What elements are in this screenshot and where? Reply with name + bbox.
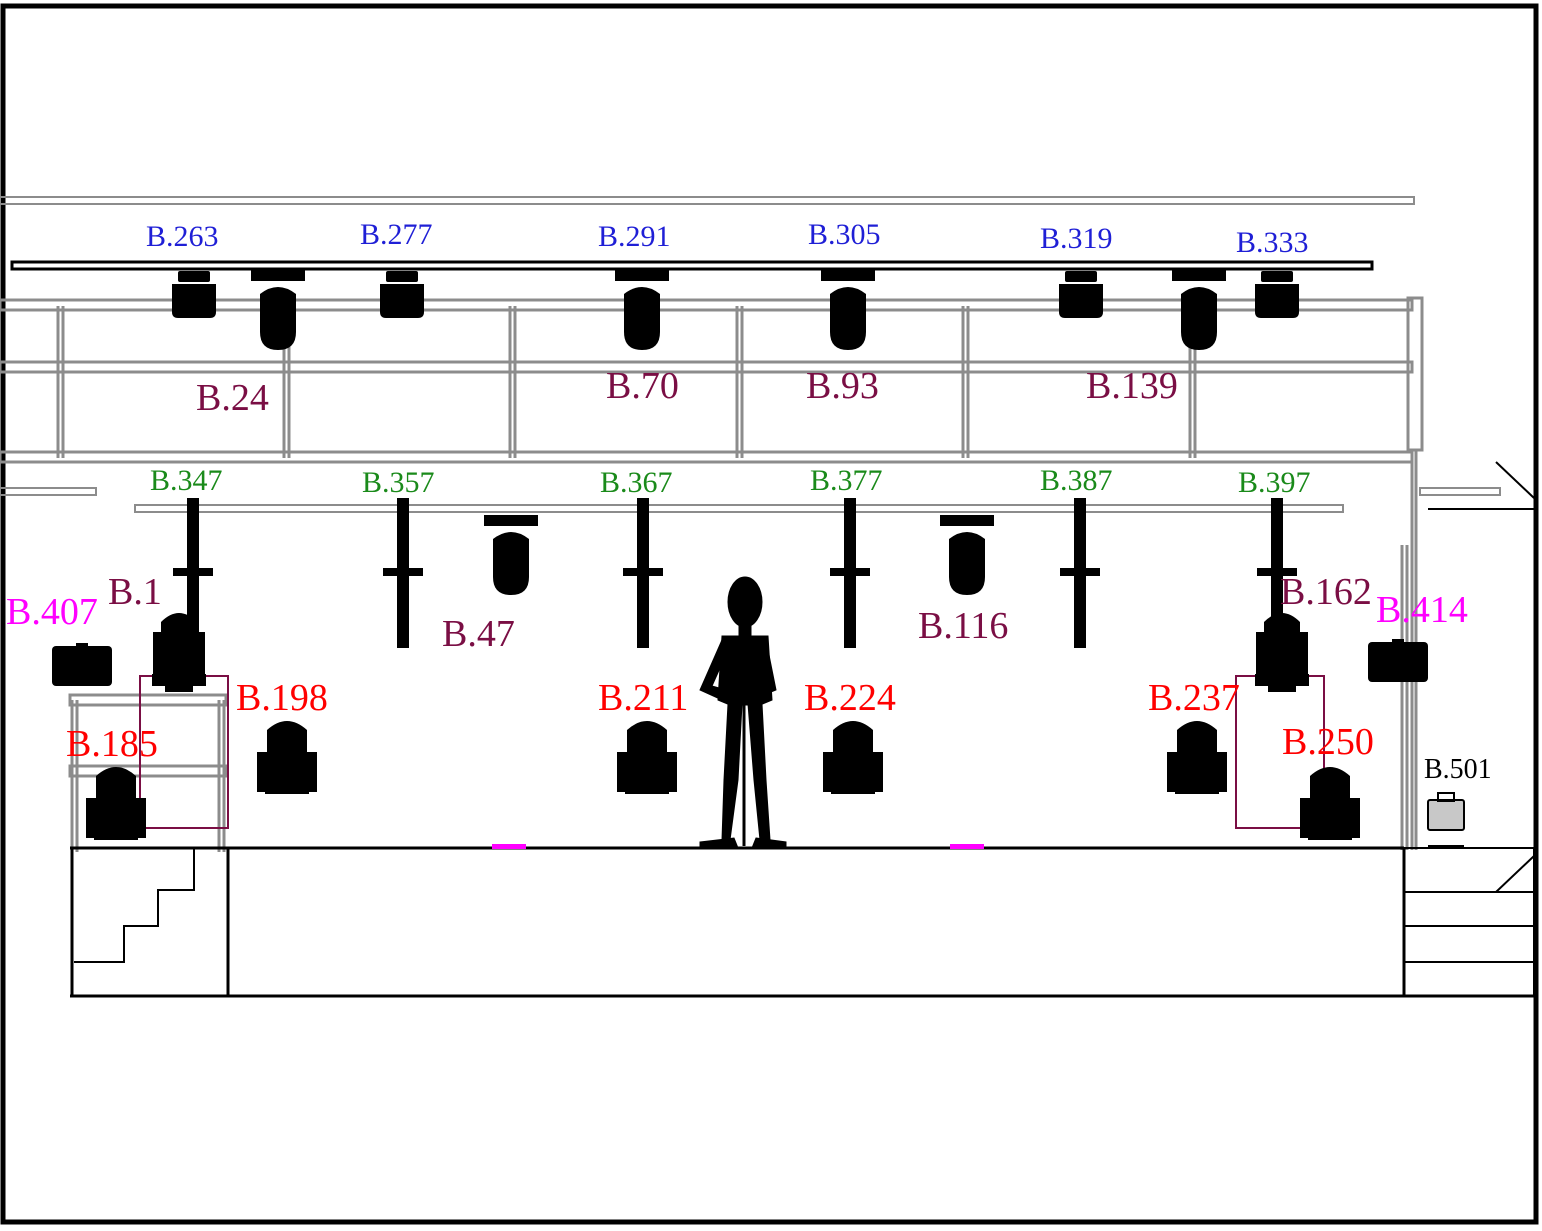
spot-bar: [10, 260, 1374, 271]
moving-head-fixture: [484, 515, 538, 595]
fixture-label: B.1: [108, 571, 162, 613]
spot-fixture: [1059, 271, 1103, 318]
fixture-label: B.70: [606, 365, 679, 407]
misc-device: [1427, 792, 1465, 847]
left-stairs: [74, 848, 195, 963]
wash-fixture: [823, 721, 883, 794]
fixture-label: B.367: [600, 466, 673, 499]
fixture-label: B.139: [1086, 365, 1178, 407]
page-border: [0, 3, 1539, 1225]
fixture-label: B.237: [1148, 677, 1240, 719]
fixture-label: B.162: [1280, 571, 1372, 613]
fixture-label: B.414: [1376, 589, 1468, 631]
fixture-label: B.397: [1238, 466, 1311, 499]
fixture-label: B.377: [810, 464, 883, 497]
spot-fixture: [172, 271, 216, 318]
wash-fixture: [617, 721, 677, 794]
led-strip-fixture: [383, 498, 423, 648]
fixture-label: B.250: [1282, 721, 1374, 763]
led-strip-fixture: [830, 498, 870, 648]
fixture-label: B.263: [146, 220, 219, 253]
fixture-label: B.224: [804, 677, 896, 719]
fixture-label: B.24: [196, 377, 269, 419]
wash-fixture: [257, 721, 317, 794]
fixture-label: B.93: [806, 365, 879, 407]
wash-fixture: [86, 767, 146, 840]
right-stairs: [1404, 847, 1535, 996]
fixture-label: B.387: [1040, 464, 1113, 497]
fixture-label: B.211: [598, 677, 688, 719]
spot-fixture: [1255, 271, 1299, 318]
stage-deck: [70, 844, 1534, 998]
fixture-label: B.116: [918, 605, 1008, 647]
led-strip-fixture: [623, 498, 663, 648]
fixture-label: B.333: [1236, 226, 1309, 259]
led-strip-fixture: [1060, 498, 1100, 648]
fixture-label: B.501: [1424, 754, 1492, 785]
fixture-label: B.319: [1040, 222, 1113, 255]
left-tower: [68, 675, 229, 852]
fixture-label: B.291: [598, 220, 671, 253]
blinder-fixture: [1368, 639, 1428, 682]
fixture-label: B.305: [808, 218, 881, 251]
side-moving-head-fixture: [1255, 613, 1309, 692]
wash-fixture: [1167, 721, 1227, 794]
upper-pipe: [0, 196, 1415, 205]
fixture-label: B.47: [442, 613, 515, 655]
blinder-fixture: [52, 643, 112, 686]
fixture-label: B.277: [360, 218, 433, 251]
fixture-label: B.357: [362, 466, 435, 499]
fixture-label: B.185: [66, 723, 158, 765]
fixture-label: B.347: [150, 464, 223, 497]
lower-pipes: [0, 461, 1535, 513]
wash-fixture: [1300, 767, 1360, 840]
moving-head-fixture: [940, 515, 994, 595]
spot-fixture: [380, 271, 424, 318]
fixture-label: B.407: [6, 591, 98, 633]
mannequin-figure: [699, 576, 787, 849]
fixture-label: B.198: [236, 677, 328, 719]
